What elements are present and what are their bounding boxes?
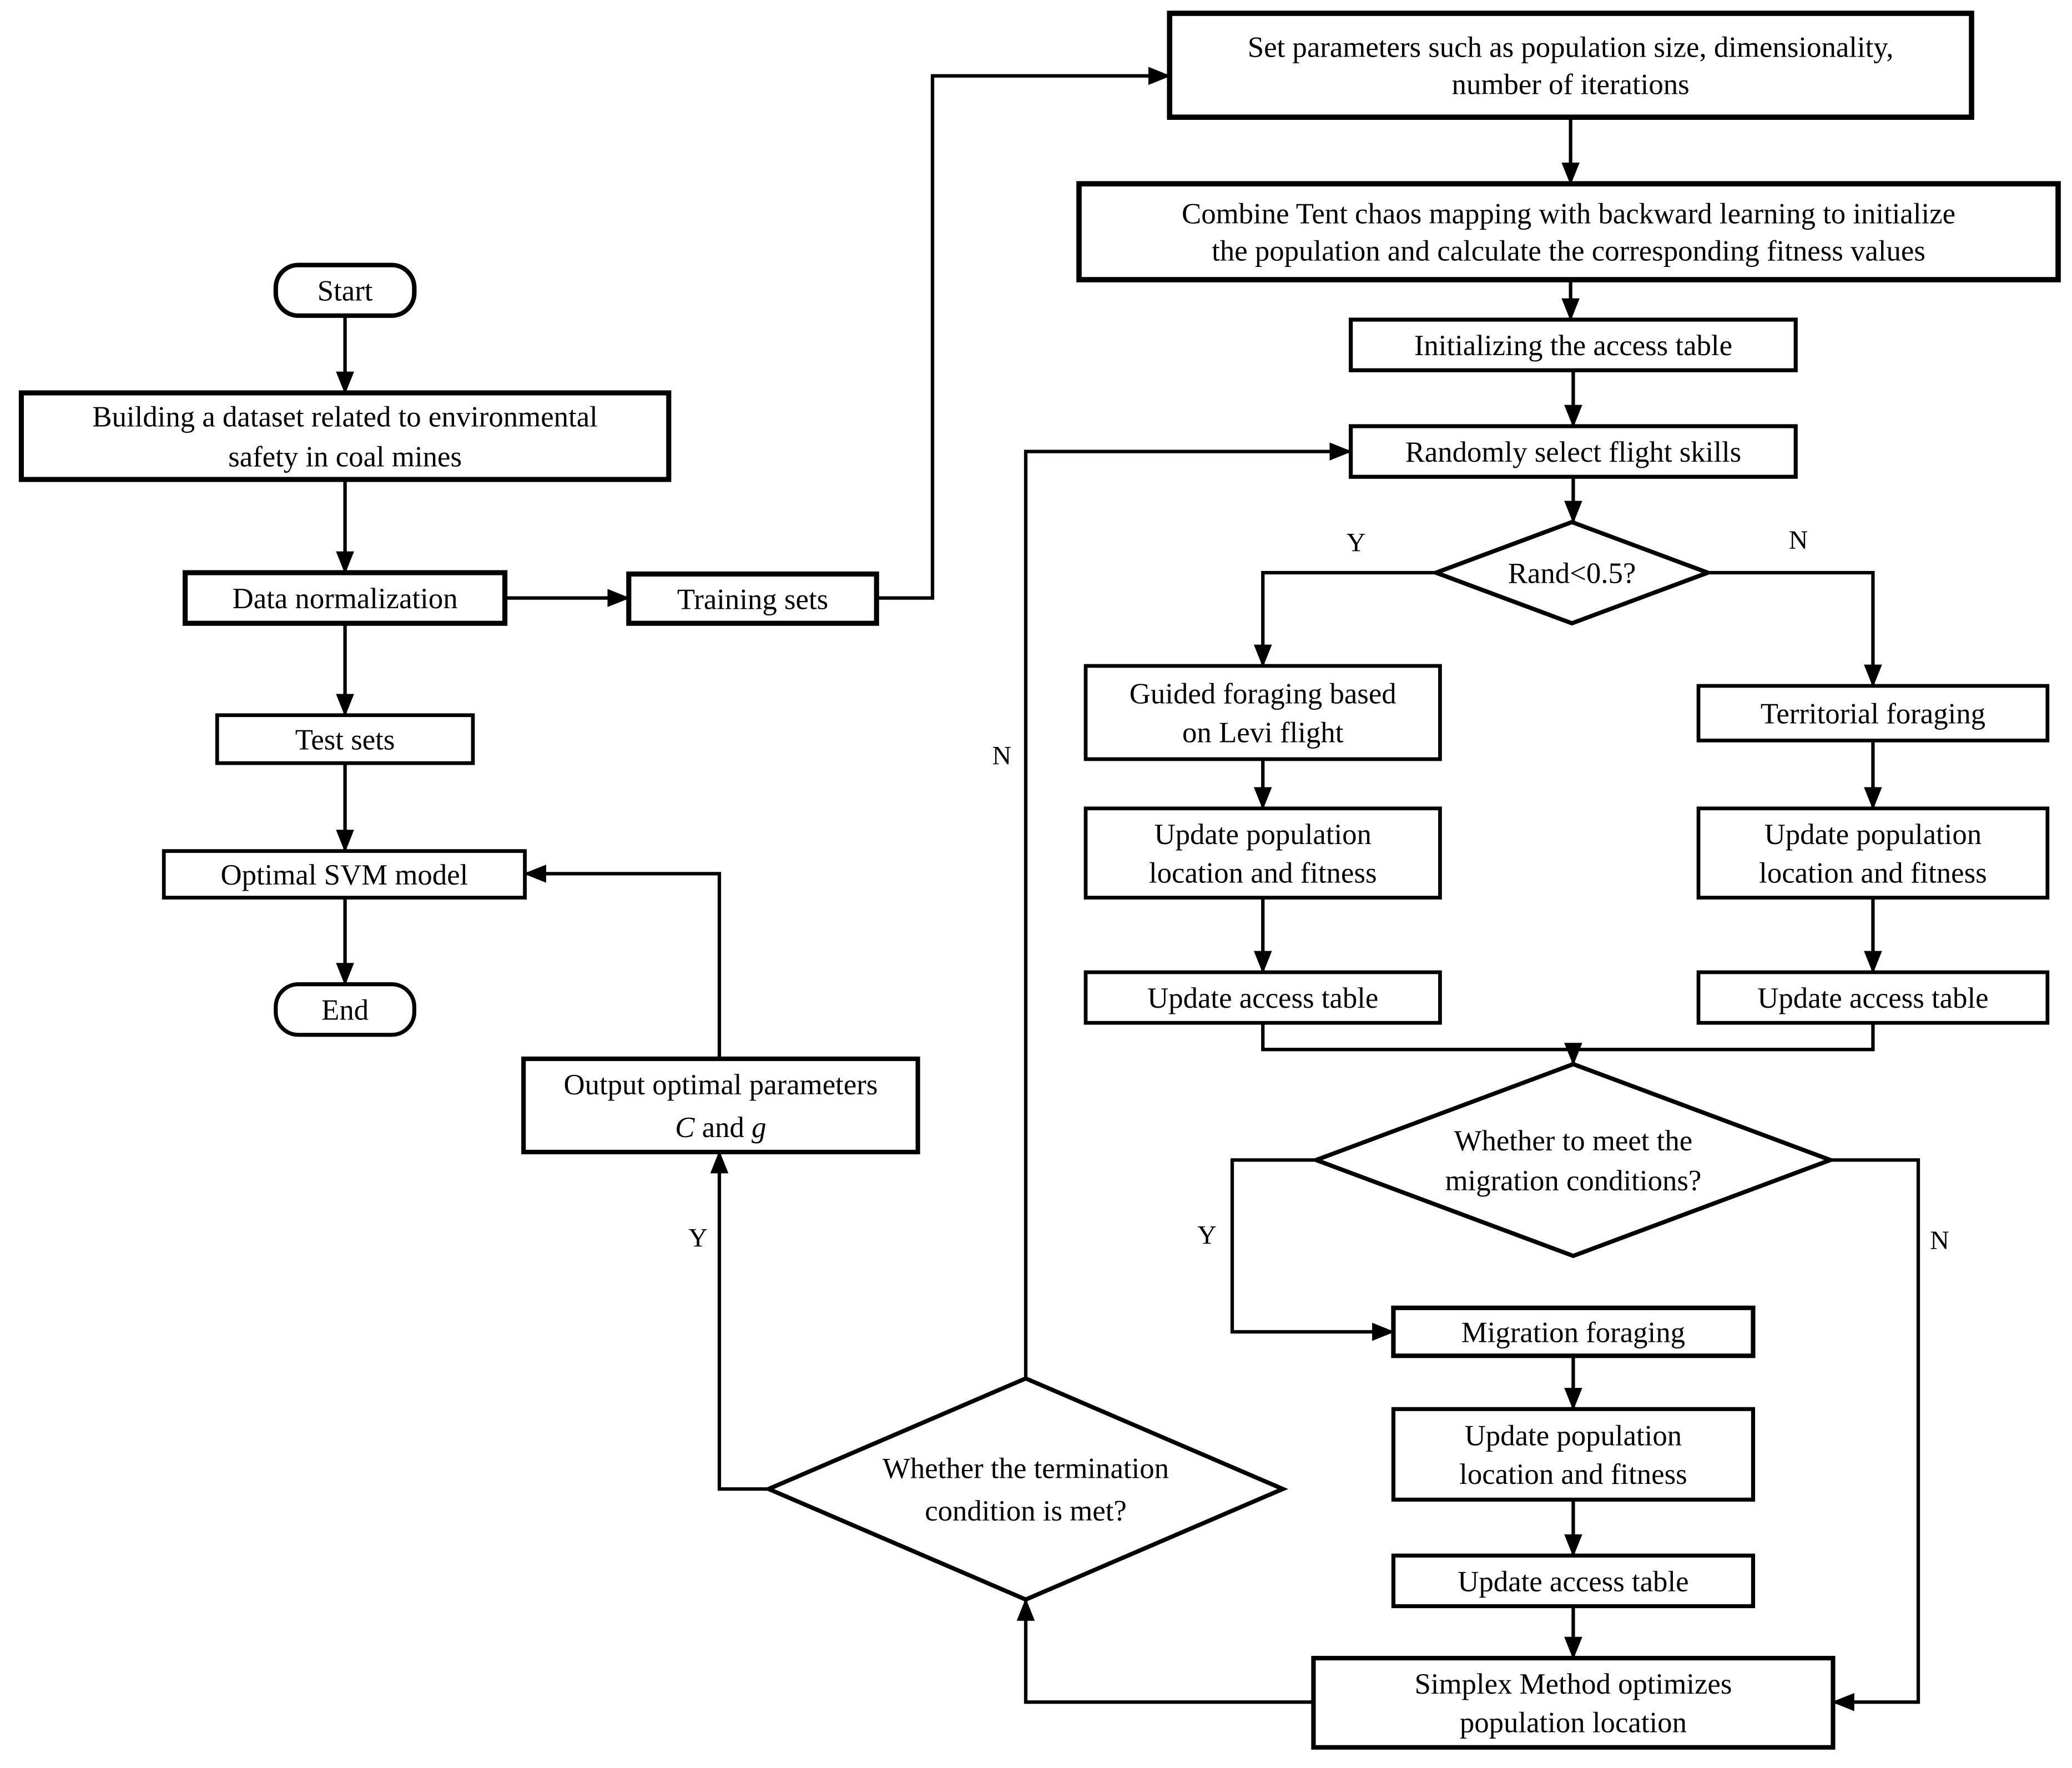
flow-connector-simplex-to-termination [1016,1598,1314,1704]
process-shape [521,1056,920,1155]
edge-label-migration-no: N [1930,1226,1949,1255]
migration-label: Migration foraging [1461,1316,1685,1348]
node-start: Start [273,262,417,318]
node-migration: Migration foraging [1391,1305,1756,1358]
node-training_sets: Training sets [626,571,879,626]
node-init_access: Initializing the access table [1349,317,1798,372]
process-shape [1696,806,2050,900]
flow-connector-merge-right [1573,1023,1875,1052]
edge-label-rand-no: N [1789,526,1808,555]
flow-connector-output-to-svm [523,865,722,1059]
node-end: End [274,982,417,1037]
decision-shape [763,1376,1288,1602]
flow-connector-training-to-setparams [876,67,1171,600]
update_access_right-label: Update access table [1757,982,1988,1014]
node-territorial: Territorial foraging [1696,684,2050,742]
process-shape [1391,1407,1756,1502]
edge-labels-layer: Y N Y N Y N [688,526,1949,1255]
node-update_access_mid: Update access table [1391,1553,1756,1608]
process-shape [1696,684,2050,742]
process-shape [1349,424,1798,479]
process-shape [1696,970,2050,1025]
edge-label-migration-yes: Y [1197,1221,1217,1250]
edge-label-termination-no: N [992,741,1011,771]
process-shape [1391,1305,1756,1358]
node-update_access_right: Update access table [1696,970,2050,1025]
flow-connector-migration-yes-to-migration [1230,1158,1395,1341]
edge-label-termination-yes: Y [688,1223,708,1252]
flow-connector-migration-no-to-simplex [1830,1158,1920,1711]
flow-connector-rand-no-to-territorial [1707,570,1882,688]
process-shape [1311,1655,1836,1750]
node-test_sets: Test sets [215,713,475,765]
process-shape [1076,181,2061,282]
process-shape [215,713,475,765]
process-shape [1167,11,1974,120]
rand_decision-label: Rand<0.5? [1508,557,1636,589]
flow-connector-rand-yes-to-guided [1253,570,1436,668]
node-rand_select: Randomly select flight skills [1349,424,1798,479]
optimal_svm-label: Optimal SVM model [220,859,468,891]
set_params-label: Set parameters such as population size, … [1248,31,1894,100]
node-build_dataset: Building a dataset related to environmen… [18,390,672,482]
flow-connector-termination-yes-to-output [710,1150,769,1491]
process-shape [183,570,508,626]
territorial-label: Territorial foraging [1761,698,1985,730]
process-shape [1083,806,1442,900]
node-optimal_svm: Optimal SVM model [162,849,527,900]
node-set_params: Set parameters such as population size, … [1167,11,1974,120]
process-shape [1391,1553,1756,1608]
node-update_access_left: Update access table [1083,970,1442,1025]
decision-shape [1310,1062,1837,1259]
terminator-shape [274,982,417,1037]
process-shape [1083,664,1442,761]
flow-connector-termination-no-to-randselect [1024,442,1353,1378]
edges-layer [336,67,1920,1711]
node-combine_tent: Combine Tent chaos mapping with backward… [1076,181,2061,282]
start-label: Start [317,275,373,307]
data_normalization-label: Data normalization [233,583,458,615]
update_access_mid-label: Update access table [1458,1565,1688,1598]
test_sets-label: Test sets [295,724,395,756]
init_access-label: Initializing the access table [1414,330,1732,362]
terminator-shape [273,262,417,318]
node-data_normalization: Data normalization [183,570,508,626]
build_dataset-label: Building a dataset related to environmen… [92,401,597,473]
combine_tent-label: Combine Tent chaos mapping with backward… [1182,198,1955,267]
process-shape [1083,970,1442,1025]
rand_select-label: Randomly select flight skills [1405,436,1742,468]
process-shape [626,571,879,626]
process-shape [18,390,672,482]
training_sets-label: Training sets [677,583,828,615]
end-label: End [321,994,369,1027]
edge-label-rand-yes: Y [1347,528,1366,558]
decision-shape [1430,519,1714,626]
process-shape [1349,317,1798,372]
node-rand_decision: Rand<0.5? [1430,519,1714,626]
flow-connector-merge-left [1261,1023,1574,1052]
update_access_left-label: Update access table [1147,982,1378,1014]
process-shape [162,849,527,900]
